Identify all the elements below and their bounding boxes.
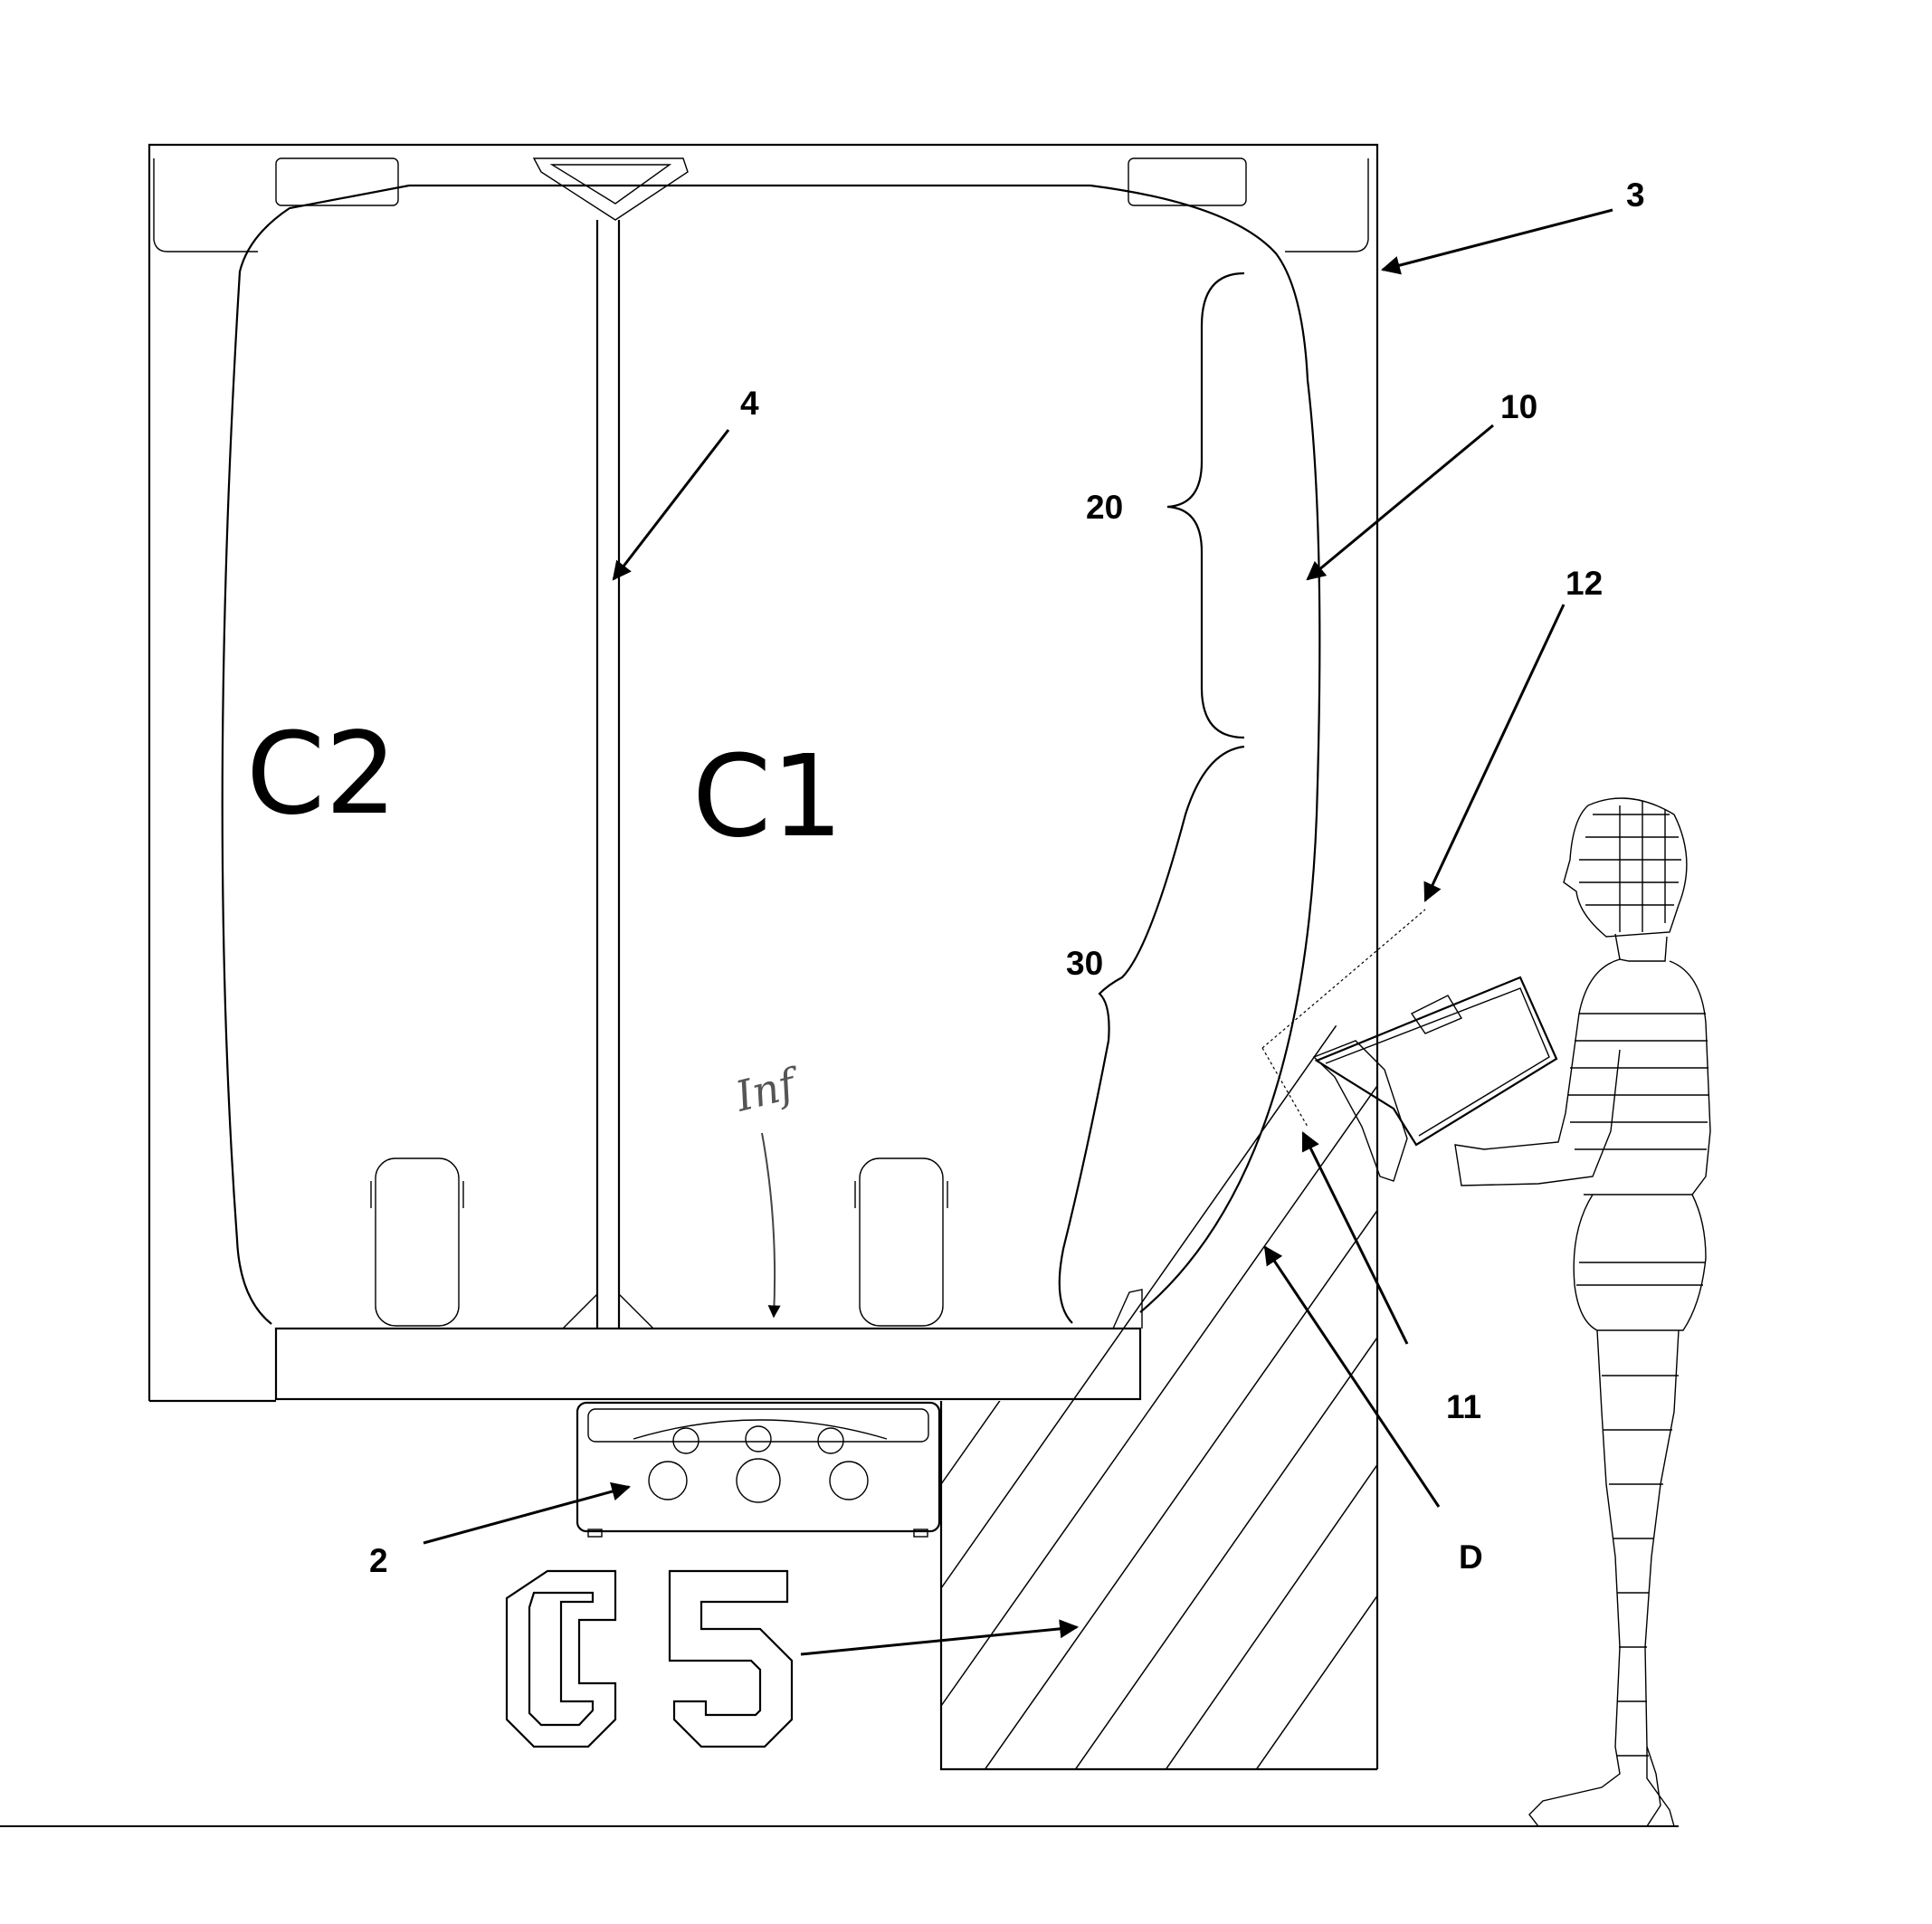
- arrow-C5: [801, 1627, 1077, 1654]
- bracket-30: [1060, 747, 1244, 1323]
- bracket-20: [1167, 273, 1244, 738]
- arrow-11: [1303, 1133, 1407, 1344]
- arrow-4: [614, 430, 728, 579]
- arrow-10: [1308, 425, 1493, 579]
- c5-outline-letters: [507, 1571, 792, 1747]
- region-label-c1: C1: [692, 731, 843, 862]
- ref-label-3: 3: [1626, 176, 1645, 214]
- seat-left: [371, 1158, 463, 1326]
- top-fixtures: [276, 158, 1246, 220]
- ref-label-11: 11: [1446, 1388, 1481, 1425]
- ref-label-D: D: [1459, 1538, 1483, 1576]
- held-tray: [1314, 977, 1556, 1181]
- handwritten-inf-arrow: [762, 1133, 775, 1317]
- ref-label-12: 12: [1566, 565, 1603, 602]
- arrow-12: [1425, 605, 1564, 900]
- floor-beam: [276, 1290, 1142, 1399]
- ref-label-10: 10: [1500, 388, 1537, 425]
- ref-label-4: 4: [740, 385, 759, 422]
- person-figure: [1455, 798, 1710, 1826]
- arrow-D: [1265, 1247, 1439, 1507]
- center-post: [563, 220, 653, 1329]
- handwritten-inf-label: Inf: [730, 1058, 806, 1121]
- body-frame: [149, 145, 1377, 1769]
- ref-label-30: 30: [1066, 945, 1103, 982]
- arrow-3: [1383, 210, 1613, 270]
- ref-label-20: 20: [1086, 489, 1123, 526]
- underfloor-device: [577, 1403, 939, 1537]
- region-label-c2: C2: [246, 709, 397, 840]
- arrow-2: [424, 1487, 629, 1543]
- seat-right: [855, 1158, 947, 1326]
- ref-label-2: 2: [369, 1542, 388, 1579]
